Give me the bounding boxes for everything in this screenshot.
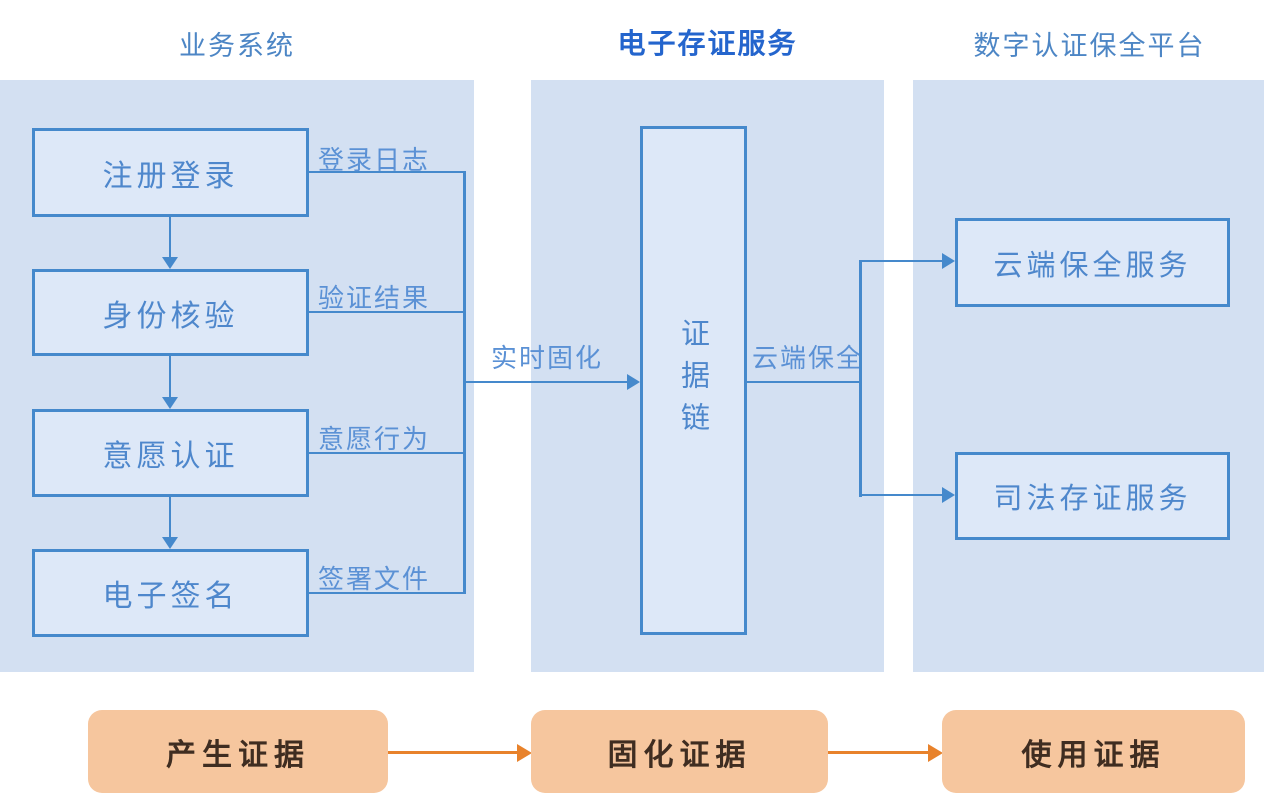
connector-will-behavior — [309, 452, 466, 454]
arrow-step3-step4-line — [169, 497, 171, 538]
evidence-chain-label: 证据链 — [676, 317, 711, 444]
arrow-step2-step3-head-icon — [162, 397, 178, 409]
arrow-to-cloud-service-head-icon — [942, 253, 955, 269]
arrow-step2-step3-line — [169, 356, 171, 398]
box-will-authentication: 意愿认证 — [32, 409, 309, 497]
cloud-preservation-line — [747, 381, 861, 383]
column-header-preservation-platform: 数字认证保全平台 — [973, 31, 1206, 62]
stage-fixate-evidence: 固化证据 — [531, 710, 828, 793]
will-behavior-label: 意愿行为 — [318, 425, 431, 455]
arrow-step1-step2-head-icon — [162, 257, 178, 269]
box-cloud-preservation-service: 云端保全服务 — [955, 218, 1230, 307]
arrow-step3-step4-head-icon — [162, 537, 178, 549]
arrow-to-cloud-service-line — [859, 260, 944, 262]
verification-result-label: 验证结果 — [318, 284, 431, 314]
connector-signed-file — [309, 592, 466, 594]
stage-generate-evidence: 产生证据 — [88, 710, 388, 793]
arrow-fixate-use-head-icon — [928, 744, 943, 762]
arrow-generate-fixate-head-icon — [517, 744, 532, 762]
realtime-fixation-label: 实时固化 — [491, 344, 604, 374]
panel-preservation-platform — [913, 80, 1264, 672]
arrow-to-judicial-service-head-icon — [942, 487, 955, 503]
box-judicial-deposit-service: 司法存证服务 — [955, 452, 1230, 540]
box-electronic-signature: 电子签名 — [32, 549, 309, 637]
login-log-label: 登录日志 — [318, 146, 431, 176]
stage-use-evidence: 使用证据 — [942, 710, 1245, 793]
arrow-realtime-fixation-line — [463, 381, 628, 383]
box-identity-verification: 身份核验 — [32, 269, 309, 356]
arrow-fixate-use-line — [828, 751, 930, 754]
signed-file-label: 签署文件 — [318, 565, 431, 595]
column-header-evidence-service: 电子存证服务 — [617, 27, 798, 60]
connector-verification-result — [309, 311, 466, 313]
arrow-to-judicial-service-line — [859, 494, 944, 496]
box-register-login: 注册登录 — [32, 128, 309, 217]
box-evidence-chain: 证据链 — [640, 126, 747, 635]
arrow-step1-step2-line — [169, 217, 171, 259]
column-header-business-system: 业务系统 — [179, 31, 295, 62]
cloud-preservation-label: 云端保全 — [752, 344, 865, 374]
connector-login-log — [309, 171, 466, 173]
arrow-generate-fixate-line — [388, 751, 519, 754]
arrow-realtime-fixation-head-icon — [627, 374, 640, 390]
platform-split-line — [859, 260, 862, 497]
